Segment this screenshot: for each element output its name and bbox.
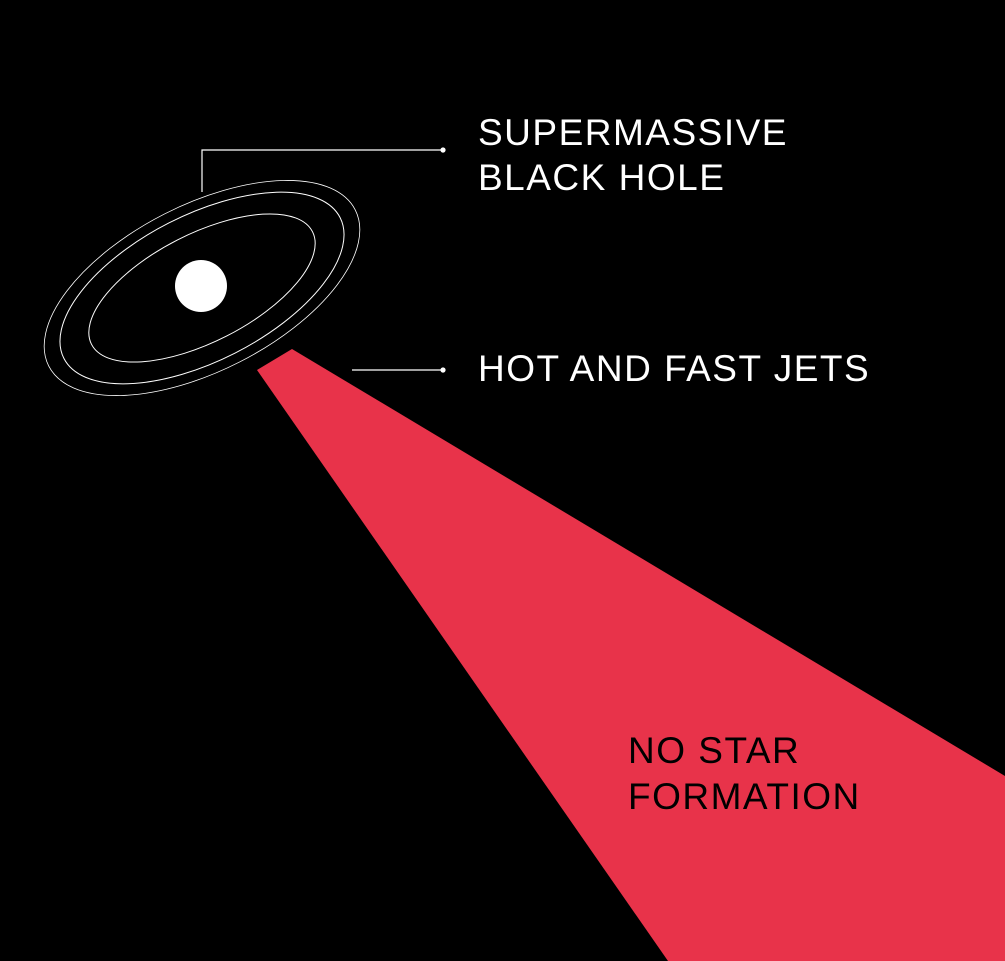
no-star-formation-label: NO STAR FORMATION: [628, 730, 861, 817]
disk-ring-inner: [88, 213, 316, 363]
black-hole-core: [175, 260, 227, 312]
jets-label: HOT AND FAST JETS: [478, 348, 870, 389]
no-star-label-line-2: FORMATION: [628, 776, 861, 817]
accretion-disk: [43, 180, 361, 396]
disk-ring-outer: [43, 180, 361, 396]
black-hole-label: SUPERMASSIVE BLACK HOLE: [478, 112, 800, 198]
disk-ring-middle: [59, 191, 345, 385]
black-hole-label-line-1: SUPERMASSIVE: [478, 112, 788, 153]
jet-cone: [257, 349, 1005, 961]
black-hole-leader-dot: [440, 147, 446, 153]
black-hole-leader-line: [201, 149, 443, 192]
jets-leader-dot: [440, 367, 446, 373]
no-star-label-line-1: NO STAR: [628, 730, 800, 771]
black-hole-label-line-2: BLACK HOLE: [478, 157, 725, 198]
